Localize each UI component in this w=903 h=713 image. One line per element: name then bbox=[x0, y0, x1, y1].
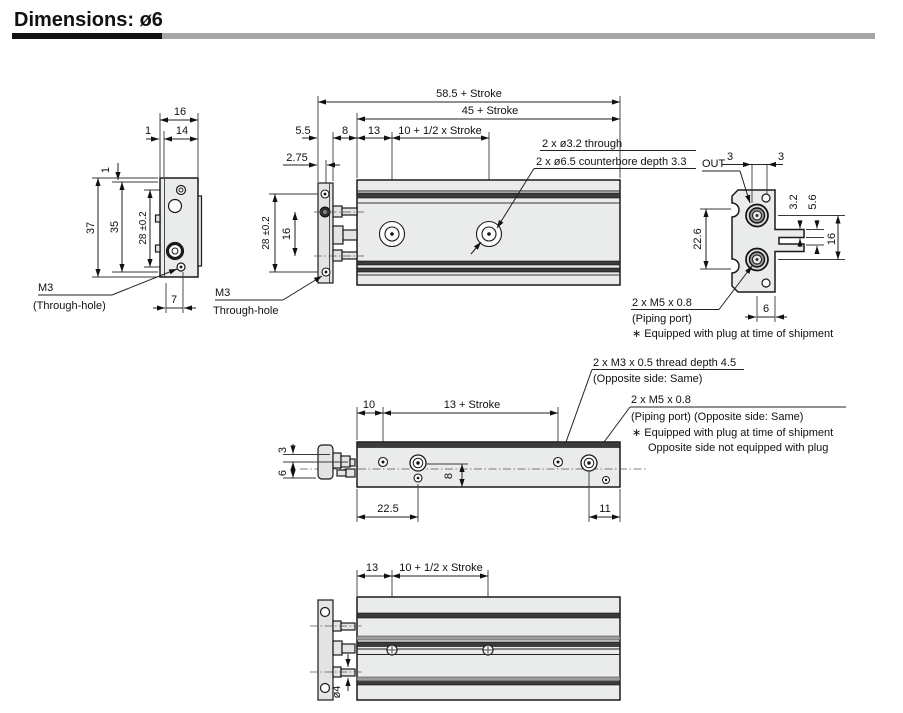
dim-plate-1: 1 bbox=[145, 125, 151, 137]
dim-u-6: 6 bbox=[277, 470, 289, 476]
dim-plate-16: 16 bbox=[174, 106, 186, 118]
page-title: Dimensions: ø6 bbox=[14, 9, 163, 31]
note-counterbore: 2 x ø6.5 counterbore depth 3.3 bbox=[536, 156, 686, 168]
note-through-hole: 2 x ø3.2 through bbox=[542, 138, 622, 150]
dim-3-2: 3.2 bbox=[788, 194, 800, 209]
dim-plate-35: 35 bbox=[109, 221, 121, 233]
dim-p-13: 13 bbox=[366, 562, 378, 574]
plate-outline bbox=[159, 177, 199, 278]
title-rule-black bbox=[12, 33, 162, 39]
dim-rod-dia: ø4 bbox=[331, 686, 343, 699]
dim-3a: 3 bbox=[727, 151, 733, 163]
dim-5-5: 5.5 bbox=[295, 125, 310, 137]
dim-plate-28: 28 ±0.2 bbox=[138, 211, 149, 245]
plate-m3-label: M3 bbox=[38, 282, 53, 294]
end-port-sub: (Piping port) bbox=[632, 313, 692, 325]
body-underside bbox=[356, 441, 621, 488]
dim-22-5: 22.5 bbox=[377, 503, 398, 515]
dim-5-6: 5.6 bbox=[807, 194, 819, 209]
underside-port-label: 2 x M5 x 0.8 bbox=[631, 394, 691, 406]
side-view: 58.5 + Stroke 45 + Stroke 5.5 8 13 10 + … bbox=[213, 88, 696, 317]
end-view: OUT 3 3 3.2 5.6 16 22.6 6 bbox=[631, 151, 845, 340]
dim-side-28: 28 ±0.2 bbox=[261, 216, 272, 250]
underside-plug-note2: Opposite side not equipped with plug bbox=[648, 442, 828, 454]
dim-u-8: 8 bbox=[443, 473, 455, 479]
dim-3b: 3 bbox=[778, 151, 784, 163]
plate-front-view: 16 1 14 1 37 35 28 ±0.2 bbox=[33, 106, 203, 313]
thread-note: 2 x M3 x 0.5 thread depth 4.5 bbox=[593, 357, 736, 369]
dim-plate-14: 14 bbox=[176, 125, 188, 137]
dim-plate-7: 7 bbox=[171, 294, 177, 306]
dim-2-75: 2.75 bbox=[286, 152, 307, 164]
dim-8: 8 bbox=[342, 125, 348, 137]
dim-u-3: 3 bbox=[277, 447, 289, 453]
underside-plug-note1: ∗ Equipped with plug at time of shipment bbox=[632, 427, 833, 439]
dim-11: 11 bbox=[599, 503, 610, 515]
end-plug-note: ∗ Equipped with plug at time of shipment bbox=[632, 328, 833, 340]
dim-plate-37: 37 bbox=[85, 222, 97, 234]
side-m3-label: M3 bbox=[215, 287, 230, 299]
dim-total-length: 58.5 + Stroke bbox=[436, 88, 502, 100]
piping-port-top bbox=[745, 203, 769, 228]
dim-22-6: 22.6 bbox=[692, 228, 704, 249]
dim-plate-top-1: 1 bbox=[100, 167, 112, 173]
piping-port-bottom bbox=[745, 247, 769, 272]
plan-view: 13 10 + 1/2 x Stroke ø4 bbox=[310, 562, 621, 701]
dim-u-10: 10 bbox=[363, 399, 375, 411]
underside-view: 2 x M3 x 0.5 thread depth 4.5 (Opposite … bbox=[277, 357, 846, 522]
dim-13-stroke: 13 + Stroke bbox=[444, 399, 501, 411]
dim-body-length: 45 + Stroke bbox=[462, 105, 519, 117]
dim-side-16: 16 bbox=[281, 228, 293, 240]
dim-end-6: 6 bbox=[763, 303, 769, 315]
thread-note-sub: (Opposite side: Same) bbox=[593, 373, 702, 385]
out-port-label: OUT bbox=[702, 158, 726, 170]
underside-port-sub: (Piping port) (Opposite side: Same) bbox=[631, 411, 803, 423]
side-m3-sub: Through-hole bbox=[213, 305, 278, 317]
dim-13: 13 bbox=[368, 125, 380, 137]
plate-m3-sub: (Through-hole) bbox=[33, 300, 106, 312]
dim-end-16: 16 bbox=[826, 233, 838, 245]
dim-10-half-stroke: 10 + 1/2 x Stroke bbox=[398, 125, 481, 137]
end-port-label: 2 x M5 x 0.8 bbox=[632, 297, 692, 309]
page-header: Dimensions: ø6 bbox=[12, 9, 875, 39]
dim-p-10-stroke: 10 + 1/2 x Stroke bbox=[399, 562, 482, 574]
title-rule-gray bbox=[162, 33, 875, 39]
